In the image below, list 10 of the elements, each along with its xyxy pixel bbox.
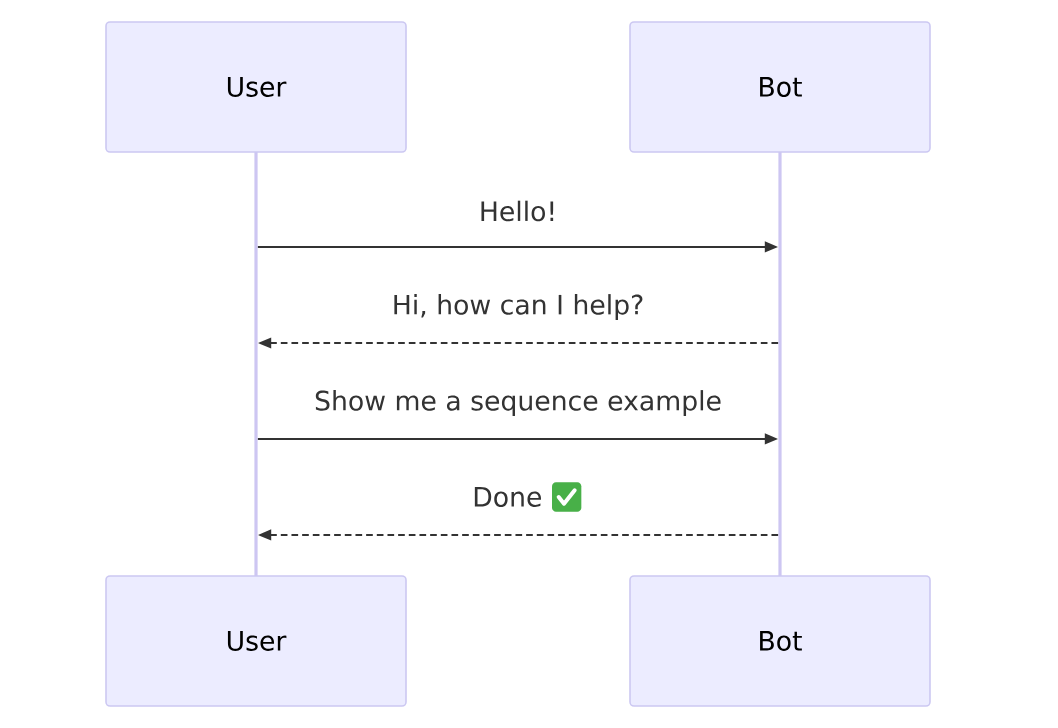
lifeline <box>254 152 258 576</box>
lifeline <box>778 152 782 576</box>
participant-box: Bot <box>629 21 931 153</box>
message-label: Hi, how can I help? <box>394 294 643 320</box>
participant-box: User <box>105 21 407 153</box>
message-label: Done <box>474 487 541 507</box>
participant-box: User <box>105 575 407 707</box>
message-label: Hello! <box>481 200 554 222</box>
message-label: Show me a sequence example <box>315 390 721 416</box>
participant-box: Bot <box>629 575 931 707</box>
